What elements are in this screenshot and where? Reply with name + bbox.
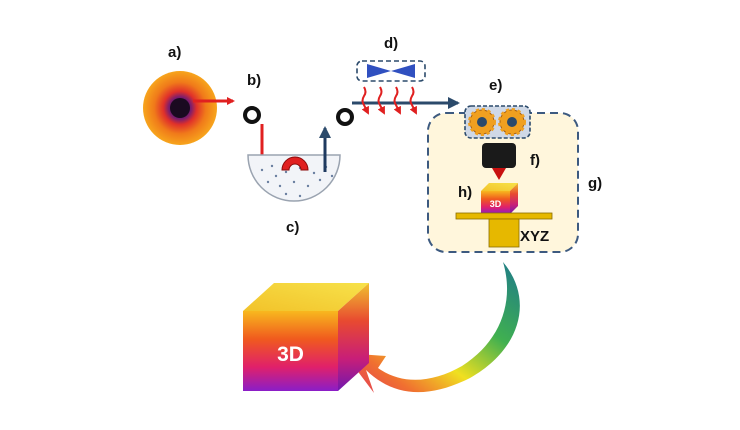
label-d: d): [384, 35, 398, 52]
curved-arrow-icon: [344, 262, 520, 393]
bath-icon: [247, 154, 341, 202]
roller-icon-2: [336, 108, 354, 126]
cube-icon-small: 3D: [481, 183, 518, 214]
gear-icon: [464, 105, 531, 139]
nozzle-icon: [482, 143, 516, 180]
roller-icon: [243, 106, 261, 124]
build-plate-icon: [455, 212, 553, 248]
label-e: e): [489, 77, 502, 94]
cube-icon-large: 3D: [243, 283, 369, 391]
xyz-label: XYZ: [520, 228, 549, 245]
heat-waves: [361, 86, 417, 115]
label-g: g): [588, 175, 602, 192]
label-c: c): [286, 219, 299, 236]
heater-icon: [356, 60, 426, 82]
label-a: a): [168, 44, 181, 61]
label-f: f): [530, 152, 540, 169]
label-h: h): [458, 184, 472, 201]
label-b: b): [247, 72, 261, 89]
big-cube-text: 3D: [277, 343, 304, 366]
small-cube-text: 3D: [490, 199, 502, 209]
spool-icon: [143, 71, 217, 145]
